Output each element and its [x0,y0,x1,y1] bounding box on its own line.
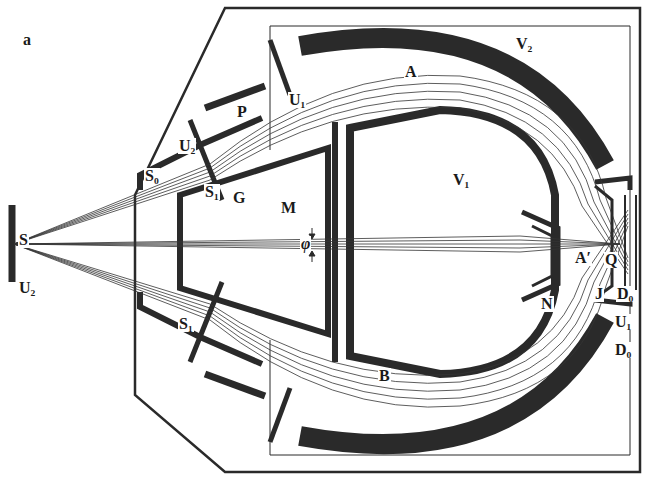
part-label: U₂ [18,280,36,296]
part-label: N [540,296,554,312]
part-label: V₂ [515,36,533,52]
part-label: Q [604,252,618,268]
part-label: A [404,64,418,80]
part-label: J [594,286,604,302]
part-label: M [280,200,297,216]
part-label: B [378,368,391,384]
part-label: S₀ [144,168,160,184]
part-label: a [22,32,32,48]
part-label: S₁ [204,184,220,200]
part-label: S [18,232,29,248]
part-label: U₁ [288,92,306,108]
part-label: V₁ [452,172,470,188]
part-label: A′ [574,250,592,266]
part-label: G [232,190,246,206]
part-label: U₁ [614,314,632,330]
part-label: D₀ [614,342,632,358]
part-label: P [236,104,248,120]
part-label: S₁ [178,316,194,332]
part-label: D₀ [616,286,634,302]
part-label: U₂ [178,138,196,154]
part-label: φ [300,236,311,252]
